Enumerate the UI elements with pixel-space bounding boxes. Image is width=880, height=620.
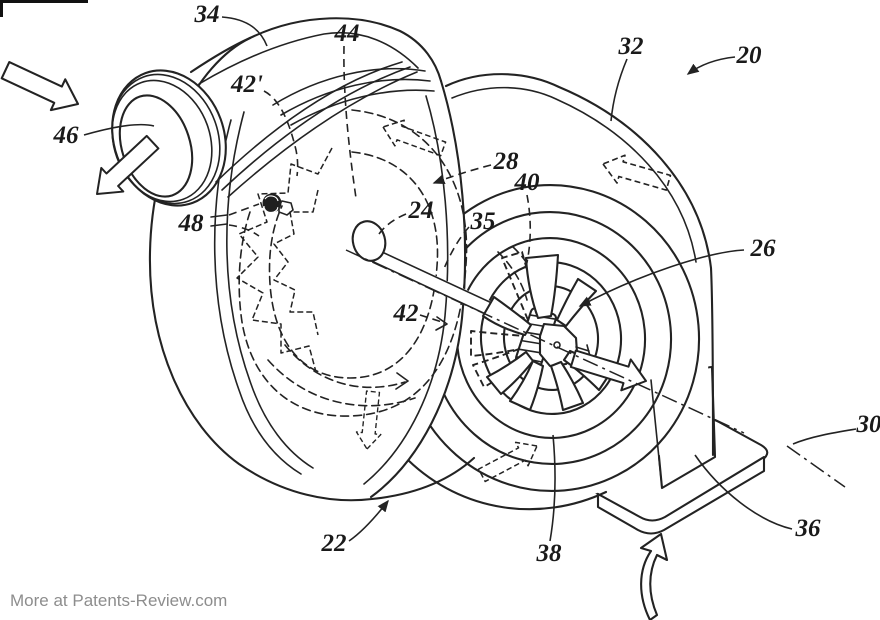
rotation-axis xyxy=(345,249,846,488)
front-housing-fill xyxy=(149,18,466,500)
front-housing-rim xyxy=(369,79,467,499)
ref-leader-42 xyxy=(419,314,443,323)
swirl-arc-1 xyxy=(284,344,406,389)
ref-label-42: 42 xyxy=(393,300,419,327)
front-housing-top-edge xyxy=(248,17,443,83)
ref-leader-22 xyxy=(348,499,389,542)
impeller-serration-inner xyxy=(273,189,319,336)
ref-label-42prime: 42' xyxy=(230,71,263,98)
blade-lower-right xyxy=(549,360,585,412)
blade-bottom xyxy=(508,359,545,412)
scroll-bottom-lip xyxy=(406,458,608,511)
reference-numerals: 20 22 24 26 28 30 32 34 35 36 38 40 42 4… xyxy=(53,1,880,567)
ref-leader-20 xyxy=(686,56,736,75)
ref-label-40: 40 xyxy=(514,169,541,196)
ref-leader-48b xyxy=(228,224,260,237)
ref-leader-40 xyxy=(525,194,532,268)
inlet-flow-arrow xyxy=(0,60,80,112)
ref-leader-36 xyxy=(694,454,793,530)
scroll-inner-profile xyxy=(451,86,697,263)
ref-leader-46 xyxy=(83,123,155,136)
ref-label-35: 35 xyxy=(470,208,496,235)
ref-label-24: 24 xyxy=(408,197,434,224)
leader-lines xyxy=(83,16,857,542)
rotation-arrow-lower-right xyxy=(477,441,538,483)
fastener-detail xyxy=(262,193,294,216)
duct-body-line xyxy=(198,32,419,85)
shoulder-line-2 xyxy=(280,78,431,116)
outlet-flow-arrow xyxy=(569,349,647,392)
ref-label-28: 28 xyxy=(493,148,520,175)
phantom-blade-1 xyxy=(470,330,526,357)
ref-leader-24 xyxy=(378,213,407,235)
swirl-arc-2 xyxy=(267,359,416,407)
ref-leader-35 xyxy=(442,226,470,272)
base-plate-side xyxy=(596,455,766,535)
ref-label-46: 46 xyxy=(53,122,80,149)
flow-oval-outer xyxy=(238,109,468,417)
flow-oval-inner xyxy=(268,151,439,379)
duct-top-line xyxy=(189,36,252,74)
ref-label-34: 34 xyxy=(194,1,220,28)
scroll-outer-profile xyxy=(444,73,715,457)
bottom-intake-arrow xyxy=(639,532,669,620)
ref-label-26: 26 xyxy=(750,235,777,262)
ref-leader-38 xyxy=(549,434,556,542)
duct-side-line-1 xyxy=(215,61,403,183)
blade-upper-right xyxy=(555,277,598,328)
ref-label-30: 30 xyxy=(856,411,880,438)
rotation-arrow-upper xyxy=(602,154,672,191)
front-housing-lip-2 xyxy=(226,111,314,469)
ref-label-32: 32 xyxy=(618,33,644,60)
front-housing xyxy=(148,17,476,502)
ref-label-48: 48 xyxy=(178,210,205,237)
ref-leader-34 xyxy=(221,16,268,47)
impeller-serration-outer xyxy=(236,147,333,373)
rotation-arrow-inner xyxy=(382,119,447,157)
ref-label-36: 36 xyxy=(795,515,822,542)
shaft-end xyxy=(351,220,387,262)
ref-leader-44 xyxy=(343,45,357,199)
scan-border-artifact xyxy=(0,0,88,17)
ref-leader-42prime xyxy=(263,90,299,177)
ref-label-22: 22 xyxy=(321,530,347,557)
shoulder-line-3 xyxy=(290,89,435,126)
rotation-arrow-lower-left xyxy=(355,390,382,450)
watermark-text: More at Patents-Review.com xyxy=(10,591,227,610)
flow-arrows xyxy=(0,60,672,620)
ref-label-20: 20 xyxy=(736,42,763,69)
front-housing-lip-1 xyxy=(213,119,302,475)
ref-label-44: 44 xyxy=(334,20,360,47)
ref-leader-28 xyxy=(432,164,492,184)
ref-leader-26 xyxy=(578,249,745,307)
blade-phantom-arc-1 xyxy=(497,251,528,301)
bracket-left-edge xyxy=(650,379,663,489)
ref-leader-48-equals xyxy=(210,214,228,227)
ref-leader-30 xyxy=(792,428,857,445)
blade-lower-left xyxy=(485,350,535,396)
ref-leader-32 xyxy=(610,58,628,122)
inlet-exit-flow-arrow xyxy=(96,134,160,195)
phantom-blade-2 xyxy=(472,346,530,388)
shoulder-line-1 xyxy=(272,67,426,106)
duct-bead-ring-2 xyxy=(111,79,213,203)
ref-leader-42-arrowhead xyxy=(435,316,448,331)
fastener-nut xyxy=(278,200,294,216)
duct-side-line-2 xyxy=(221,66,411,191)
duct-side-line-3 xyxy=(227,71,418,198)
blade-upper-left xyxy=(481,295,533,337)
ref-leader-48a xyxy=(228,203,260,216)
ref-label-38: 38 xyxy=(536,540,563,567)
inlet-duct xyxy=(111,32,419,207)
hub-center-mark xyxy=(553,341,561,349)
swirl-arrowhead xyxy=(395,372,409,390)
blade-top xyxy=(524,253,560,320)
